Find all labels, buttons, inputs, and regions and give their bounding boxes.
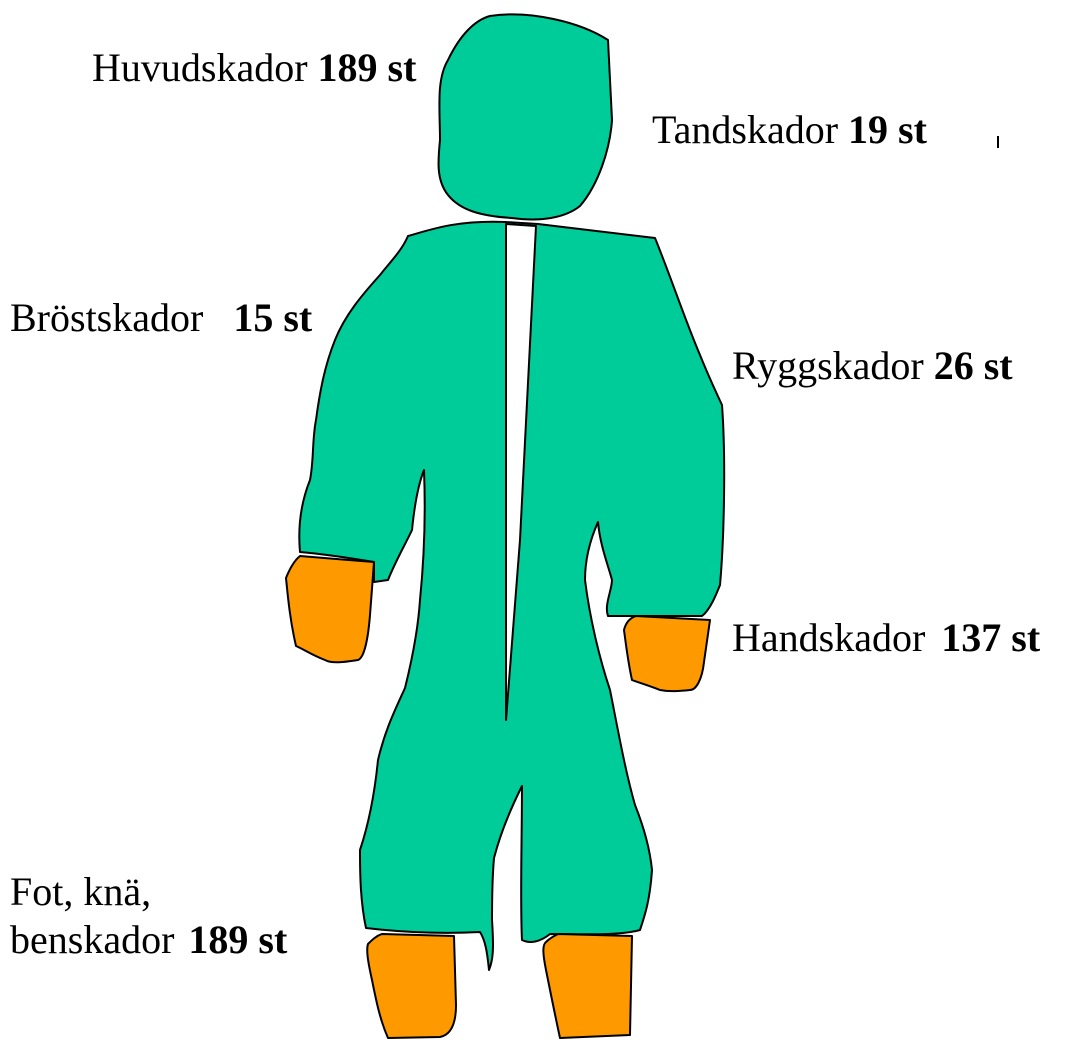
head-injuries-label: Huvudskador 189 st: [92, 44, 416, 92]
hand-injuries-count: 137 st: [941, 615, 1040, 660]
feet-injuries-label: Fot, knä, benskador 189 st: [10, 868, 287, 964]
teeth-injuries-count: 19 st: [848, 107, 927, 152]
feet-injuries-line1: Fot, knä,: [10, 868, 287, 916]
hand-injuries-text: Handskador: [732, 615, 925, 660]
feet-injuries-count: 189 st: [188, 917, 287, 962]
chest-injuries-count: 15 st: [233, 295, 312, 340]
head-injuries-count: 189 st: [318, 45, 417, 90]
back-injuries-label: Ryggskador 26 st: [732, 342, 1013, 390]
left-boot: [367, 934, 456, 1038]
hand-injuries-label: Handskador 137 st: [732, 614, 1040, 662]
teeth-injuries-label: Tandskador 19 st: [652, 106, 927, 154]
left-hand: [286, 556, 374, 662]
chest-injuries-label: Bröstskador 15 st: [10, 294, 312, 342]
head-shape: [438, 14, 612, 219]
head-injuries-text: Huvudskador: [92, 45, 308, 90]
back-injuries-text: Ryggskador: [732, 343, 924, 388]
feet-injuries-text: benskador: [10, 917, 174, 962]
right-boot: [543, 934, 632, 1038]
tick-mark: [997, 136, 999, 148]
right-hand: [624, 616, 710, 691]
chest-injuries-text: Bröstskador: [10, 295, 203, 340]
back-injuries-count: 26 st: [934, 343, 1013, 388]
teeth-injuries-text: Tandskador: [652, 107, 838, 152]
